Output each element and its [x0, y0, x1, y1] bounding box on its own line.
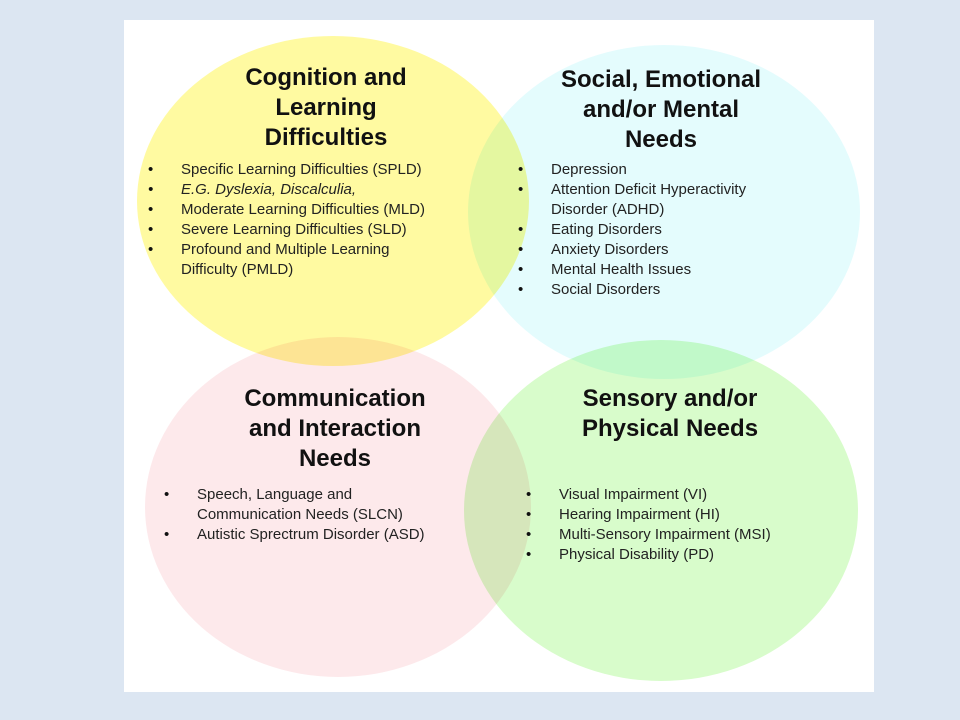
- communication-list: Speech, Language and Communication Needs…: [164, 485, 425, 545]
- list-item-text: Multi-Sensory Impairment (MSI): [559, 526, 771, 543]
- list-item-text: Anxiety Disorders: [551, 241, 669, 258]
- list-item-text: Speech, Language and: [197, 486, 353, 503]
- list-item: Attention Deficit Hyperactivity Disorder…: [518, 180, 746, 220]
- list-item: E.G. Dyslexia, Discalculia,: [148, 180, 425, 200]
- list-item: Profound and Multiple Learning Difficult…: [148, 240, 425, 280]
- list-item: Anxiety Disorders: [518, 240, 746, 260]
- list-item: Visual Impairment (VI): [526, 485, 771, 505]
- social-title-line: Needs: [624, 126, 698, 153]
- list-item-text: Mental Health Issues: [551, 261, 692, 278]
- list-item: Physical Disability (PD): [526, 545, 771, 565]
- social-title-line: and/or Mental: [582, 96, 739, 123]
- list-item: Speech, Language and Communication Needs…: [164, 485, 425, 525]
- list-item-text: Communication Needs (SLCN): [197, 506, 403, 523]
- communication-title: Communication and Interaction Needs: [200, 384, 470, 474]
- communication-title-line: Needs: [298, 445, 372, 472]
- social-list: Depression Attention Deficit Hyperactivi…: [518, 160, 746, 300]
- list-item-text: Profound and Multiple Learning: [181, 241, 390, 258]
- list-item: Hearing Impairment (HI): [526, 505, 771, 525]
- list-item-text: Disorder (ADHD): [551, 201, 665, 218]
- list-item-text: Severe Learning Difficulties (SLD): [181, 221, 407, 238]
- social-title: Social, Emotional and/or Mental Needs: [526, 65, 796, 155]
- cognition-list: Specific Learning Difficulties (SPLD) E.…: [148, 160, 425, 280]
- list-item-text: Attention Deficit Hyperactivity: [551, 181, 747, 198]
- list-item-text: Autistic Sprectrum Disorder (ASD): [197, 526, 425, 543]
- list-item: Eating Disorders: [518, 220, 746, 240]
- list-item: Mental Health Issues: [518, 260, 746, 280]
- list-item-text: Difficulty (PMLD): [181, 261, 294, 278]
- list-item-text: Visual Impairment (VI): [559, 486, 708, 503]
- list-item-text: Specific Learning Difficulties (SPLD): [181, 161, 422, 178]
- list-item: Severe Learning Difficulties (SLD): [148, 220, 425, 240]
- cognition-title-line: Learning: [275, 94, 377, 121]
- list-item-text: Hearing Impairment (HI): [559, 506, 720, 523]
- list-item-text: Moderate Learning Difficulties (MLD): [181, 201, 425, 218]
- list-item: Specific Learning Difficulties (SPLD): [148, 160, 425, 180]
- sensory-title-line: Sensory and/or: [582, 385, 758, 412]
- social-title-line: Social, Emotional: [560, 66, 762, 93]
- sensory-list: Visual Impairment (VI) Hearing Impairmen…: [526, 485, 771, 565]
- list-item: Social Disorders: [518, 280, 746, 300]
- list-item: Moderate Learning Difficulties (MLD): [148, 200, 425, 220]
- cognition-title: Cognition and Learning Difficulties: [176, 63, 476, 153]
- sensory-title-line: Physical Needs: [581, 415, 759, 442]
- list-item-text: Depression: [551, 161, 627, 178]
- list-item: Multi-Sensory Impairment (MSI): [526, 525, 771, 545]
- list-item-text: Social Disorders: [551, 281, 661, 298]
- list-item-text: Physical Disability (PD): [559, 546, 715, 563]
- list-item: Autistic Sprectrum Disorder (ASD): [164, 525, 425, 545]
- list-item: Depression: [518, 160, 746, 180]
- list-item-text: Eating Disorders: [551, 221, 662, 238]
- communication-title-line: Communication: [244, 385, 426, 412]
- sensory-title: Sensory and/or Physical Needs: [545, 384, 795, 444]
- cognition-title-line: Difficulties: [264, 124, 388, 151]
- cognition-title-line: Cognition and: [245, 64, 407, 91]
- list-item-text: E.G. Dyslexia, Discalculia,: [181, 181, 357, 198]
- communication-title-line: and Interaction: [248, 415, 422, 442]
